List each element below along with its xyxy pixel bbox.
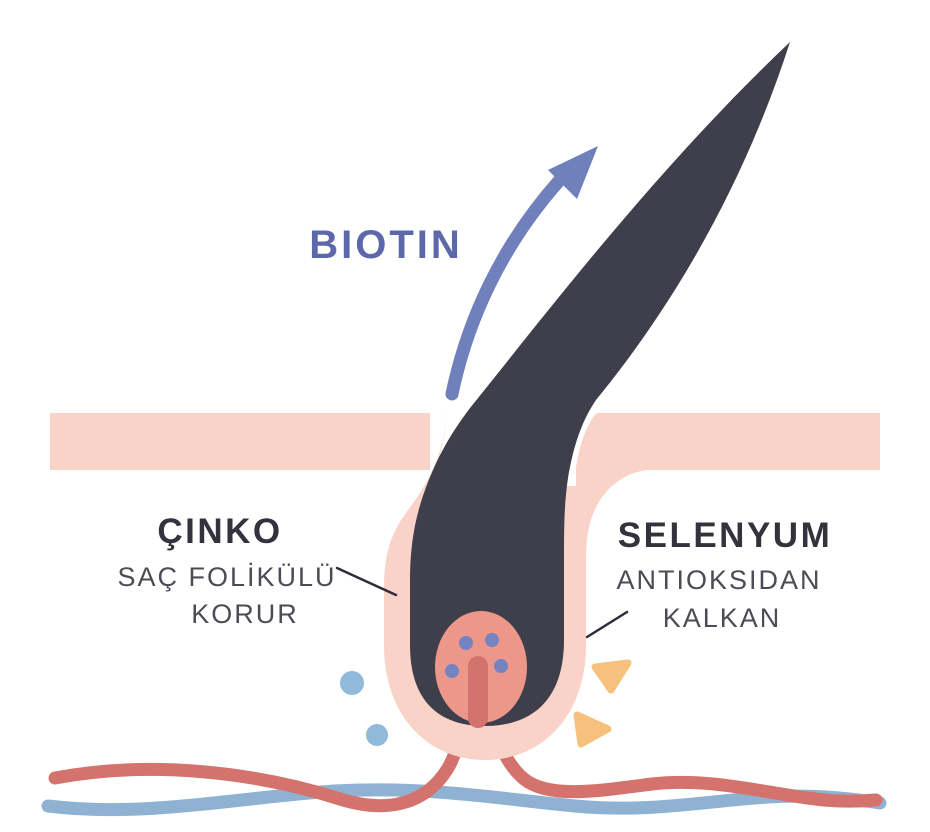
- zinc-bubble: [340, 671, 364, 695]
- papilla-dot: [494, 659, 508, 673]
- papilla-dot: [485, 633, 499, 647]
- growth-arrow-head: [548, 146, 598, 199]
- hair-shaft: [410, 42, 790, 726]
- selenium-pointer-line: [585, 610, 629, 639]
- label-selenium-title: SELENYUM: [618, 516, 832, 555]
- label-selenium-subtitle2: KALKAN: [663, 603, 782, 633]
- selenium-triangle: [573, 711, 612, 748]
- papilla-dot: [459, 636, 473, 650]
- label-selenium-subtitle1: ANTIOKSIDAN: [616, 565, 821, 595]
- zinc-pointer-line: [335, 566, 398, 597]
- label-zinc-title: ÇINKO: [157, 512, 282, 551]
- selenium-triangle: [591, 659, 632, 694]
- papilla-dot: [445, 664, 459, 678]
- zinc-bubble: [366, 724, 388, 746]
- label-zinc-subtitle2: KORUR: [191, 599, 299, 629]
- follicle-mouth-gap-right: [575, 413, 596, 468]
- growth-arrow-curve: [445, 175, 565, 401]
- label-zinc-subtitle1: SAÇ FOLİKÜLÜ: [117, 561, 336, 592]
- label-biotin: BIOTIN: [309, 223, 463, 267]
